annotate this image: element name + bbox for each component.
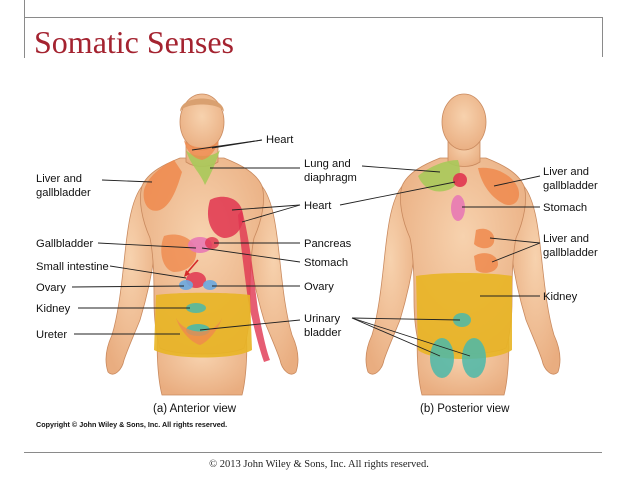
- posterior-lung-zone: [418, 160, 460, 192]
- label-stomach: Stomach: [304, 257, 348, 269]
- label-heart-right: Heart: [304, 200, 332, 212]
- anterior-pancreas-zone: [205, 237, 219, 249]
- leader-heart-right-2: [241, 204, 301, 223]
- anterior-liver-abdomen-zone: [161, 234, 197, 272]
- label-ureter: Ureter: [36, 329, 67, 341]
- leader-heart-right-1: [231, 204, 301, 211]
- label-kidney: Kidney: [36, 303, 71, 315]
- anterior-liver-zone-shoulder: [143, 160, 182, 211]
- anterior-ovary-right-zone: [203, 280, 217, 290]
- label-post-kidney: Kidney: [543, 291, 578, 303]
- leader-urinary-1: [199, 319, 301, 331]
- frame-top-edge: [24, 17, 602, 18]
- label-post-liver-top-1: Liver and: [543, 166, 589, 178]
- posterior-liver-mid-zone-2: [474, 253, 498, 273]
- label-pancreas: Pancreas: [304, 238, 352, 250]
- caption-posterior: (b) Posterior view: [420, 403, 510, 415]
- leader-urinary-post-1: [351, 317, 461, 321]
- leader-lines: [71, 139, 541, 357]
- frame-right-edge: [602, 17, 603, 57]
- posterior-heart-zone: [453, 173, 467, 187]
- label-post-liver-mid-1: Liver and: [543, 233, 589, 245]
- posterior-head: [441, 93, 487, 151]
- label-post-liver-top-2: gallbladder: [543, 180, 598, 192]
- leader-ovary-left: [71, 285, 185, 288]
- leader-lung-post: [361, 165, 441, 173]
- posterior-bladder-zone-top: [453, 313, 471, 327]
- anterior-pain-arrow: [185, 259, 199, 275]
- posterior-bladder-zone-left: [430, 338, 454, 378]
- label-urinary-1: Urinary: [304, 313, 340, 325]
- figure-copyright: Copyright © John Wiley & Sons, Inc. All …: [36, 420, 227, 429]
- label-ovary-left: Ovary: [36, 282, 66, 294]
- label-post-liver-mid-2: gallbladder: [543, 247, 598, 259]
- label-urinary-2: bladder: [304, 327, 342, 339]
- leader-liver-post-top: [493, 175, 541, 187]
- label-ovary-right: Ovary: [304, 281, 334, 293]
- label-lung-1: Lung and: [304, 158, 351, 170]
- label-small-intestine: Small intestine: [36, 261, 109, 273]
- anterior-left-arm: [105, 181, 156, 375]
- posterior-stomach-zone: [451, 195, 465, 221]
- footer-divider: [24, 452, 602, 453]
- frame-left-edge: [24, 0, 25, 58]
- anterior-ureter-zone: [176, 318, 222, 345]
- leader-liver-left: [101, 179, 153, 183]
- leader-urinary-post-3: [351, 317, 471, 357]
- anterior-heart-neck-zone: [186, 150, 220, 185]
- leader-urinary-post-2: [351, 317, 441, 357]
- label-liver-2: gallbladder: [36, 187, 91, 199]
- posterior-body: [365, 93, 561, 396]
- posterior-bladder-zone-right: [462, 338, 486, 378]
- anterior-neck-red-zone: [184, 140, 219, 160]
- caption-anterior: (a) Anterior view: [153, 403, 237, 415]
- anterior-pain-arrowhead: [184, 270, 190, 277]
- leader-heart-post: [339, 181, 456, 206]
- anterior-kidney-teal-zone: [186, 303, 206, 313]
- label-post-stomach: Stomach: [543, 202, 587, 214]
- slide-footer: © 2013 John Wiley & Sons, Inc. All right…: [209, 459, 429, 470]
- leader-liver-post-mid-1: [489, 237, 541, 244]
- leader-stomach: [201, 247, 301, 263]
- anterior-heart-chest-zone: [207, 196, 244, 238]
- anterior-ovary-left-zone: [179, 280, 193, 290]
- slide-title: Somatic Senses: [34, 24, 234, 60]
- anterior-hair: [180, 98, 224, 112]
- posterior-liver-shoulder-zone: [478, 167, 520, 206]
- posterior-right-arm: [510, 181, 561, 375]
- label-liver-1: Liver and: [36, 173, 82, 185]
- leader-heart-top-2: [211, 139, 263, 149]
- label-lung-2: diaphragm: [304, 172, 357, 184]
- label-heart-top: Heart: [266, 134, 294, 146]
- anterior-right-arm: [248, 181, 299, 375]
- posterior-liver-mid-zone-1: [474, 228, 495, 249]
- leader-gallbladder: [97, 242, 197, 249]
- label-gallbladder: Gallbladder: [36, 238, 93, 250]
- leader-small-intestine: [109, 265, 187, 279]
- leader-liver-post-mid-2: [491, 242, 541, 263]
